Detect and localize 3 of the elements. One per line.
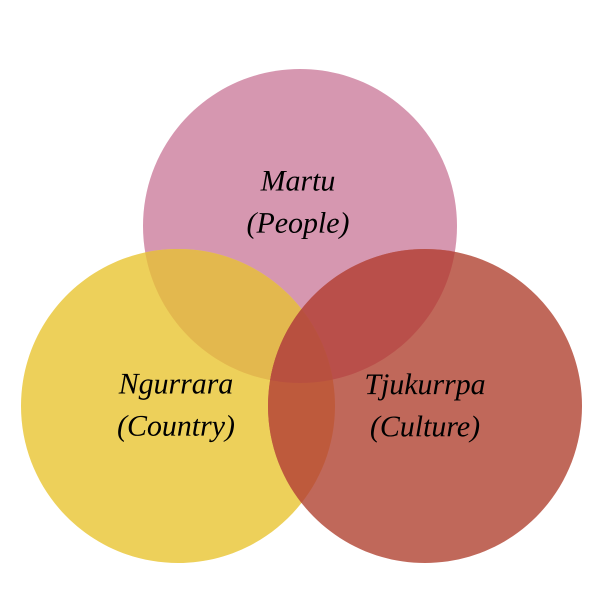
circle-label: Ngurrara (Country) [118, 374, 234, 442]
circle-label: Tjukurrpa (Culture) [366, 373, 484, 443]
circle-label: Martu (People) [248, 170, 349, 240]
